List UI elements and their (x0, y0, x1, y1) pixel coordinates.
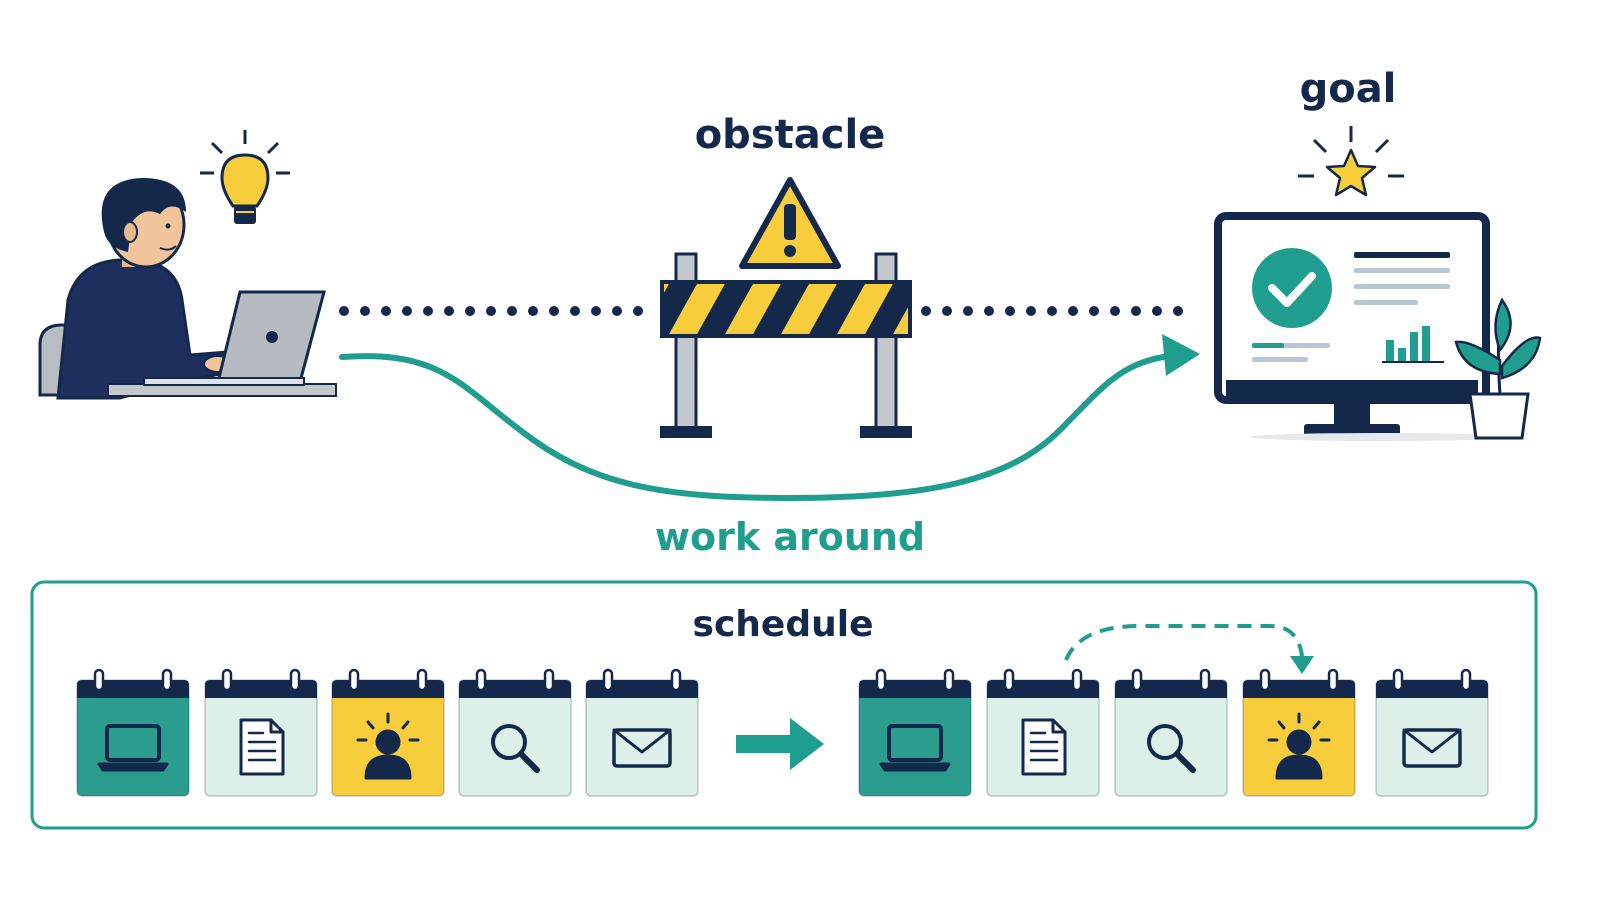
star-icon (1298, 126, 1404, 197)
dotted-direct-path (339, 306, 1183, 316)
obstacle-label: obstacle (695, 112, 886, 158)
schedule-label: schedule (693, 604, 874, 645)
monitor-dashboard-icon (1214, 212, 1510, 441)
calendar-card (1114, 668, 1228, 797)
calendar-card (1375, 668, 1489, 797)
work-around-arrow (339, 334, 1200, 502)
lightbulb-icon (200, 130, 290, 224)
calendar-card (204, 668, 318, 797)
person-spotlight-icon (1267, 712, 1331, 780)
laptop-icon (97, 724, 169, 772)
schedule-arrow-icon (736, 718, 824, 770)
person-at-laptop (38, 178, 337, 400)
calendar-card (1242, 668, 1356, 797)
calendar-card (986, 668, 1100, 797)
goal-label: goal (1300, 66, 1397, 112)
calendar-card (585, 668, 699, 797)
envelope-icon (1402, 728, 1462, 768)
calendar-card (331, 668, 445, 797)
laptop-icon (879, 724, 951, 772)
document-icon (1021, 718, 1067, 776)
calendar-card (76, 668, 190, 797)
warning-icon (739, 177, 841, 269)
schedule-before (76, 668, 699, 797)
work-around-label: work around (655, 515, 925, 559)
magnifier-icon (1147, 724, 1196, 773)
plant-icon (1454, 297, 1542, 440)
calendar-card (458, 668, 572, 797)
schedule-after (858, 668, 1489, 797)
magnifier-icon (491, 724, 540, 773)
calendar-card (858, 668, 972, 797)
envelope-icon (612, 728, 672, 768)
barrier-icon (660, 252, 912, 438)
person-spotlight-icon (356, 712, 420, 780)
document-icon (239, 718, 285, 776)
swap-arrow-icon (1064, 624, 1314, 674)
